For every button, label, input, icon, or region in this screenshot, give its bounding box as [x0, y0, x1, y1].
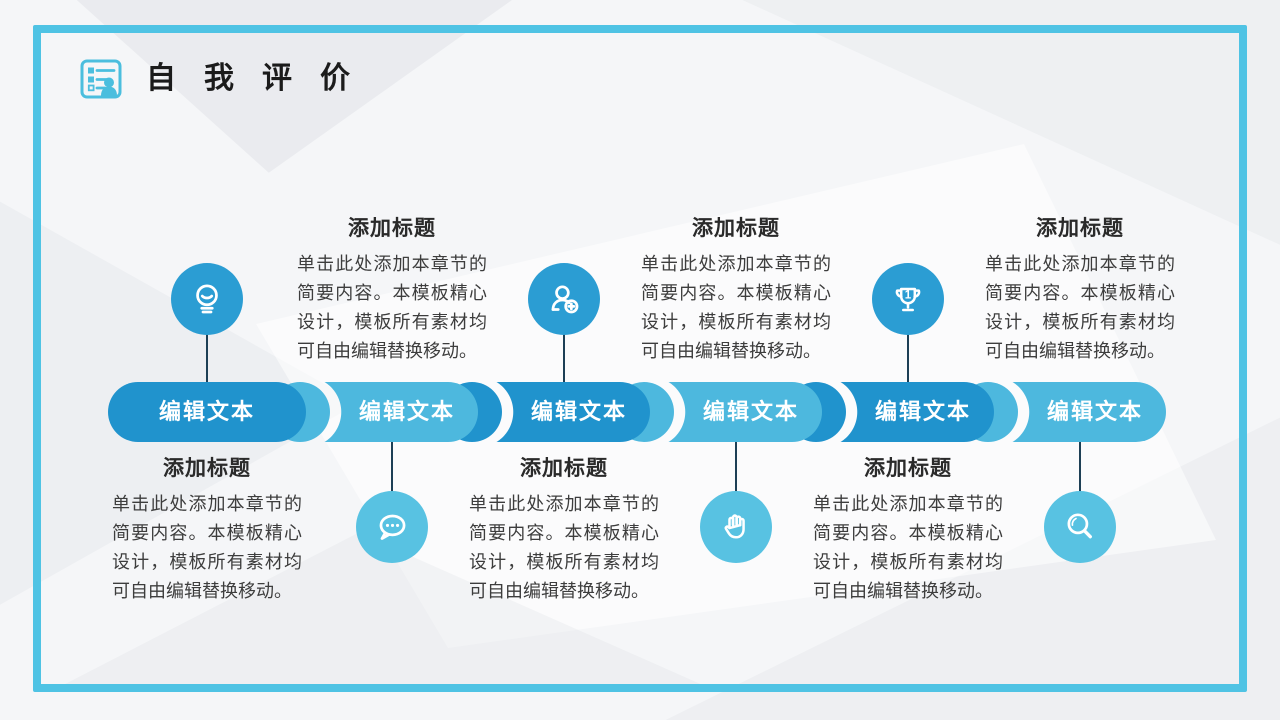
- step-body: 单击此处添加本章节的简要内容。本模板精心设计，模板所有素材均可自由编辑替换移动。: [813, 494, 1003, 601]
- step-body: 单击此处添加本章节的简要内容。本模板精心设计，模板所有素材均可自由编辑替换移动。: [112, 494, 302, 601]
- step-body: 单击此处添加本章节的简要内容。本模板精心设计，模板所有素材均可自由编辑替换移动。: [985, 254, 1175, 361]
- pill-label: 编辑文本: [874, 399, 971, 424]
- step-3-circle: [528, 263, 600, 335]
- step-heading: 添加标题: [864, 457, 952, 480]
- step-6-text-block[interactable]: 添加标题 单击此处添加本章节的简要内容。本模板精心设计，模板所有素材均可自由编辑…: [985, 212, 1175, 366]
- pill-step-2[interactable]: 编辑文本: [306, 382, 478, 442]
- step-heading: 添加标题: [163, 457, 251, 480]
- step-heading: 添加标题: [348, 217, 436, 240]
- trophy-icon: 1: [895, 287, 921, 312]
- step-2-text-block[interactable]: 添加标题 单击此处添加本章节的简要内容。本模板精心设计，模板所有素材均可自由编辑…: [297, 212, 487, 366]
- connector-line: [206, 299, 208, 412]
- step-5-text-block[interactable]: 添加标题 单击此处添加本章节的简要内容。本模板精心设计，模板所有素材均可自由编辑…: [813, 452, 1003, 606]
- user-add-icon: [551, 285, 579, 314]
- step-2-circle: [356, 491, 428, 563]
- pill-step-3[interactable]: 编辑文本: [478, 382, 650, 442]
- step-heading: 添加标题: [520, 457, 608, 480]
- step-6-circle: [1044, 491, 1116, 563]
- step-4-circle: [700, 491, 772, 563]
- magnifier-icon: [1067, 513, 1092, 539]
- step-1-circle: [171, 263, 243, 335]
- svg-text:1: 1: [905, 290, 912, 302]
- step-body: 单击此处添加本章节的简要内容。本模板精心设计，模板所有素材均可自由编辑替换移动。: [469, 494, 659, 601]
- pill-step-6[interactable]: 编辑文本: [994, 382, 1166, 442]
- step-3-text-block[interactable]: 添加标题 单击此处添加本章节的简要内容。本模板精心设计，模板所有素材均可自由编辑…: [469, 452, 659, 606]
- hand-icon: [724, 514, 745, 539]
- pill-label: 编辑文本: [530, 399, 627, 424]
- chat-bubble-icon: [379, 514, 406, 540]
- step-heading: 添加标题: [1036, 217, 1124, 240]
- step-body: 单击此处添加本章节的简要内容。本模板精心设计，模板所有素材均可自由编辑替换移动。: [297, 254, 487, 361]
- pill-label: 编辑文本: [702, 399, 799, 424]
- step-5-circle: 1: [872, 263, 944, 335]
- pill-label: 编辑文本: [158, 399, 255, 424]
- slide-header: 自我评价: [78, 56, 378, 102]
- pill-step-4[interactable]: 编辑文本: [650, 382, 822, 442]
- step-body: 单击此处添加本章节的简要内容。本模板精心设计，模板所有素材均可自由编辑替换移动。: [641, 254, 831, 361]
- checklist-person-icon: [80, 59, 122, 99]
- step-heading: 添加标题: [692, 217, 780, 240]
- step-1-text-block[interactable]: 添加标题 单击此处添加本章节的简要内容。本模板精心设计，模板所有素材均可自由编辑…: [112, 452, 302, 606]
- pill-step-5[interactable]: 编辑文本: [822, 382, 994, 442]
- pill-label: 编辑文本: [358, 399, 455, 424]
- lightbulb-icon: [196, 284, 218, 314]
- page-title: 自我评价: [146, 62, 378, 95]
- step-4-text-block[interactable]: 添加标题 单击此处添加本章节的简要内容。本模板精心设计，模板所有素材均可自由编辑…: [641, 212, 831, 366]
- pill-label: 编辑文本: [1046, 399, 1143, 424]
- pill-step-1[interactable]: 编辑文本: [108, 382, 306, 442]
